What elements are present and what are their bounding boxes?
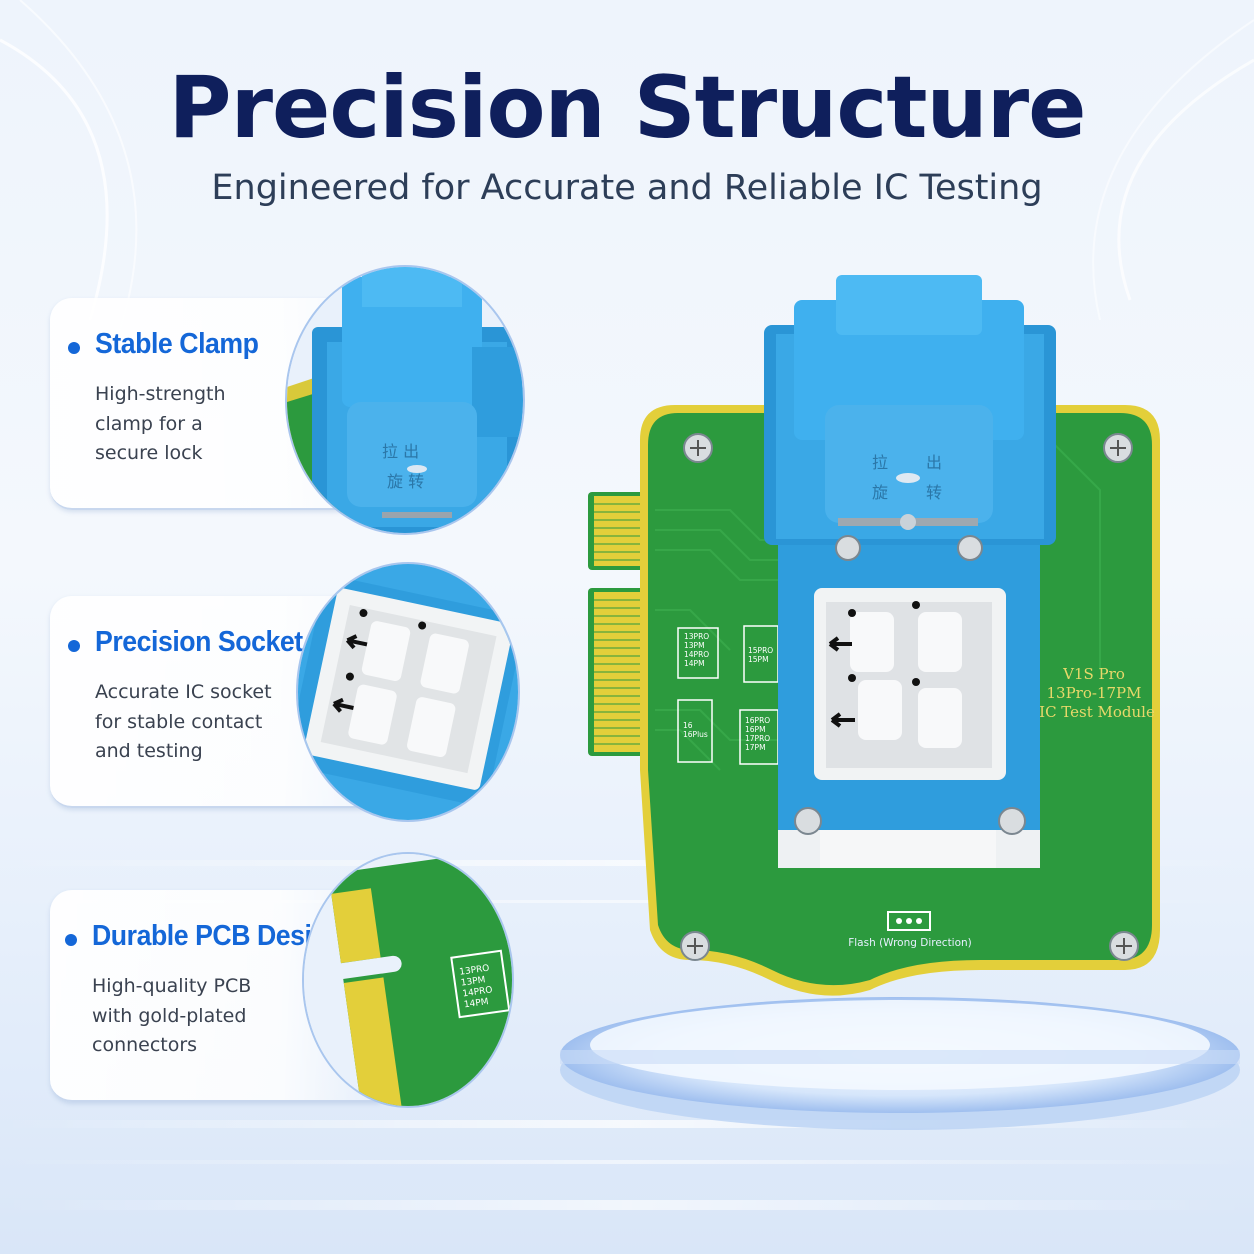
svg-text:13PRO: 13PRO	[459, 964, 490, 978]
svg-text:16PM: 16PM	[745, 725, 766, 734]
module-label-line: IC Test Module	[1039, 703, 1155, 721]
module-label-line: V1S Pro	[1062, 665, 1125, 683]
svg-text:17PM: 17PM	[745, 743, 766, 752]
ic-test-module-device: 13PRO 13PM 14PRO 14PM 15PRO 15PM 16 16Pl…	[588, 275, 1160, 996]
feature-line: for stable contact	[95, 710, 263, 733]
socket-closeup-image	[296, 562, 520, 822]
feature-line: High-quality PCB	[92, 975, 252, 997]
svg-text:13PM: 13PM	[460, 975, 486, 988]
bullet-dot	[68, 640, 80, 652]
feature-description: High-strength clamp for a secure lock	[95, 380, 226, 469]
svg-text:16PRO: 16PRO	[745, 716, 770, 725]
clamp-closeup-image: 拉 出 旋 转	[285, 265, 525, 535]
page-title: Precision Structure	[168, 58, 1087, 158]
svg-text:拉 出: 拉 出	[382, 442, 419, 461]
svg-text:15PM: 15PM	[748, 655, 769, 664]
feature-line: secure lock	[95, 442, 203, 464]
svg-text:14PRO: 14PRO	[462, 985, 493, 999]
svg-text:13PRO: 13PRO	[684, 632, 709, 641]
feature-line: and testing	[95, 740, 203, 762]
feature-description: High-quality PCB with gold-plated connec…	[92, 972, 251, 1061]
svg-text:16: 16	[683, 721, 693, 730]
svg-text:16Plus: 16Plus	[683, 730, 708, 739]
feature-description: Accurate IC socket for stable contact an…	[95, 678, 272, 767]
feature-line: High-strength	[95, 383, 226, 405]
feature-title: Stable Clamp	[95, 328, 259, 360]
feature-line: Accurate IC socket	[95, 681, 272, 703]
feature-title: Precision Socket	[95, 626, 303, 658]
svg-text:13PM: 13PM	[684, 641, 705, 650]
feature-line: with gold-plated	[92, 1004, 247, 1027]
feature-title: Durable PCB Design	[92, 920, 344, 952]
pcb-closeup-image: 13PRO 13PM 14PRO 14PM	[302, 852, 514, 1108]
bullet-dot	[65, 934, 77, 946]
svg-text:15PRO: 15PRO	[748, 646, 773, 655]
flash-label: Flash (Wrong Direction)	[848, 937, 972, 949]
svg-text:17PRO: 17PRO	[745, 734, 770, 743]
svg-text:拉: 拉	[872, 453, 888, 472]
module-label-line: 13Pro-17PM	[1047, 684, 1142, 702]
feature-line: connectors	[92, 1034, 198, 1056]
svg-text:14PM: 14PM	[463, 997, 489, 1010]
bullet-dot	[68, 342, 80, 354]
svg-text:14PM: 14PM	[684, 659, 705, 668]
svg-text:出: 出	[926, 453, 942, 472]
svg-text:转: 转	[926, 483, 942, 502]
svg-text:旋: 旋	[872, 483, 888, 502]
svg-text:旋 转: 旋 转	[387, 472, 424, 491]
page-subtitle: Engineered for Accurate and Reliable IC …	[211, 168, 1043, 208]
feature-line: clamp for a	[95, 412, 203, 435]
svg-text:14PRO: 14PRO	[684, 650, 709, 659]
